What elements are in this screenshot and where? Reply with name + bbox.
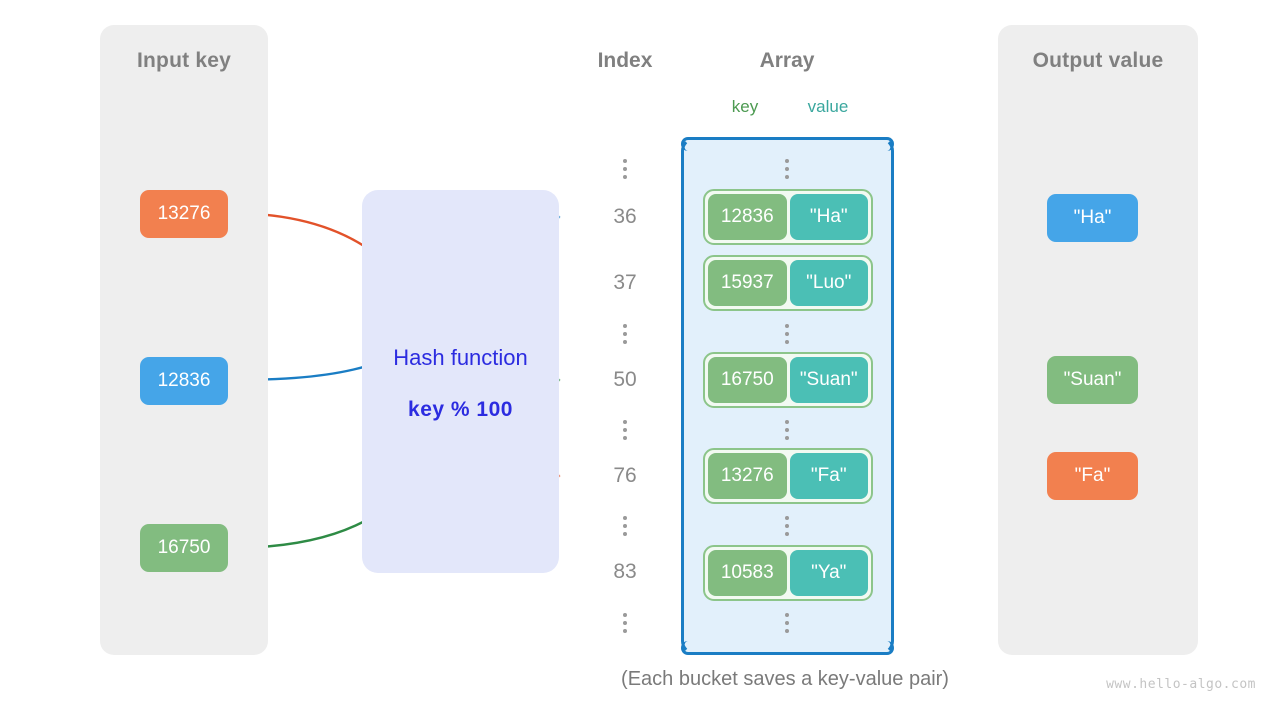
array-column-title: Array: [759, 49, 815, 72]
output-value-box-fa[interactable]: "Fa": [1047, 452, 1138, 500]
output-value-panel-title: Output value: [1032, 49, 1164, 72]
array-key-subheading: key: [731, 97, 759, 116]
diagram-caption: (Each bucket saves a key-value pair): [621, 668, 949, 690]
index-column-title: Index: [597, 49, 653, 72]
array-value-subheading: value: [807, 97, 849, 116]
index-label-50: 50: [613, 368, 637, 391]
array-ellipsis-top: [779, 159, 795, 179]
bucket-50[interactable]: 16750 "Suan": [703, 352, 873, 408]
bucket-value-suan: "Suan": [789, 357, 868, 403]
output-value-box-suan[interactable]: "Suan": [1047, 356, 1138, 404]
output-value-panel: Output value: [998, 25, 1198, 655]
bucket-value-fa: "Fa": [789, 453, 868, 499]
bucket-83[interactable]: 10583 "Ya": [703, 545, 873, 601]
hash-function-expression: key % 100: [408, 398, 513, 421]
index-ellipsis-3: [617, 516, 633, 536]
array-ellipsis-bottom: [779, 613, 795, 633]
index-ellipsis-top: [617, 159, 633, 179]
hash-function-name: Hash function: [393, 345, 528, 370]
bucket-76[interactable]: 13276 "Fa": [703, 448, 873, 504]
output-value-box-ha[interactable]: "Ha": [1047, 194, 1138, 242]
input-key-box-12836[interactable]: 12836: [140, 357, 228, 405]
index-label-83: 83: [613, 560, 637, 583]
bucket-key-15937: 15937: [708, 260, 787, 306]
input-key-box-16750[interactable]: 16750: [140, 524, 228, 572]
input-key-panel-title: Input key: [137, 49, 231, 72]
array-ellipsis-2: [779, 420, 795, 440]
index-ellipsis-bottom: [617, 613, 633, 633]
watermark: www.hello-algo.com: [1106, 677, 1256, 692]
bucket-36[interactable]: 12836 "Ha": [703, 189, 873, 245]
bucket-key-12836: 12836: [708, 194, 787, 240]
bucket-37[interactable]: 15937 "Luo": [703, 255, 873, 311]
bucket-key-10583: 10583: [708, 550, 787, 596]
hash-function-box: Hash function key % 100: [362, 190, 559, 573]
bucket-key-13276: 13276: [708, 453, 787, 499]
index-label-76: 76: [613, 464, 637, 487]
index-ellipsis-1: [617, 324, 633, 344]
index-label-36: 36: [613, 205, 637, 228]
index-ellipsis-2: [617, 420, 633, 440]
bucket-key-16750: 16750: [708, 357, 787, 403]
bucket-value-luo: "Luo": [789, 260, 868, 306]
bucket-value-ha: "Ha": [789, 194, 868, 240]
array-ellipsis-1: [779, 324, 795, 344]
bucket-value-ya: "Ya": [789, 550, 868, 596]
input-key-box-13276[interactable]: 13276: [140, 190, 228, 238]
index-label-37: 37: [613, 271, 637, 294]
array-ellipsis-3: [779, 516, 795, 536]
